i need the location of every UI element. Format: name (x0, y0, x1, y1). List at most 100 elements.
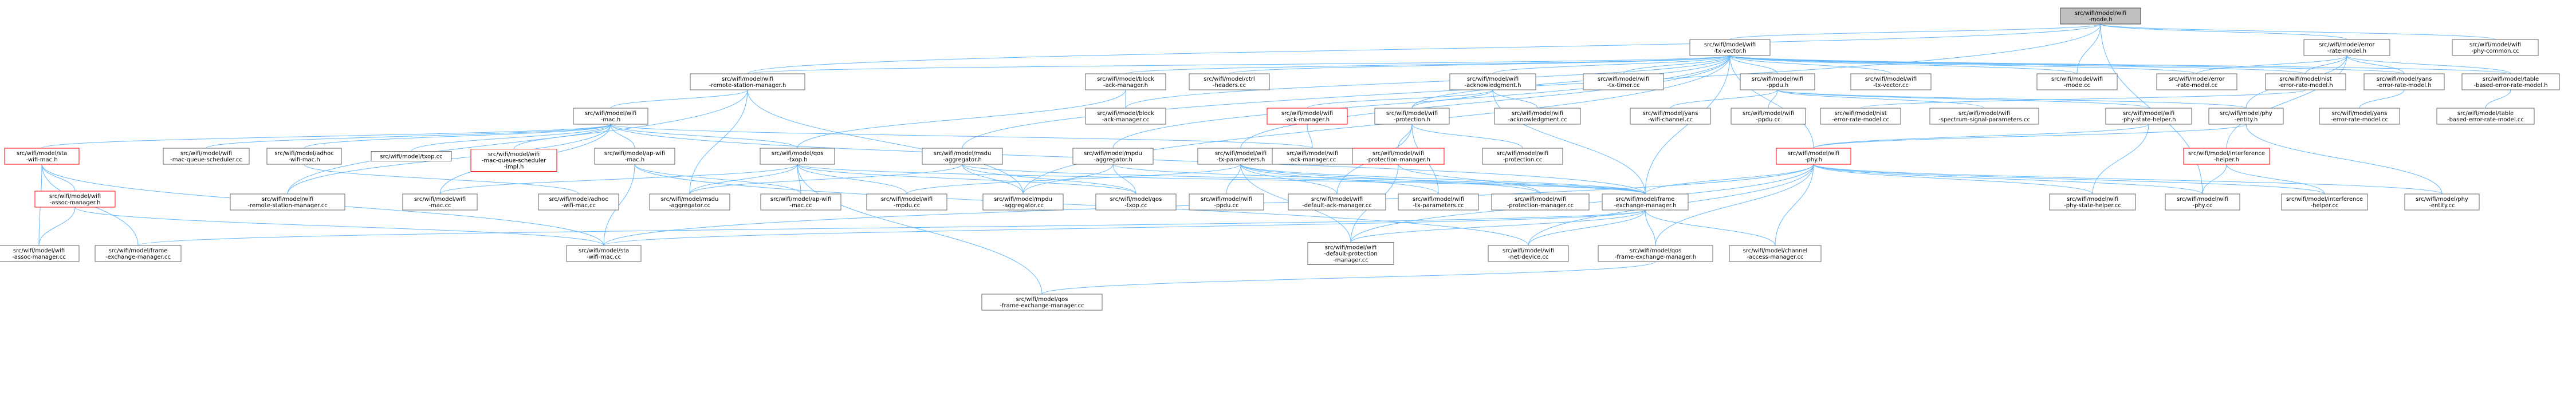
file-node[interactable]: src/wifi/model/yans-error-rate-model.cc (2319, 108, 2400, 125)
file-node[interactable]: src/wifi/model/ap-wifi-mac.cc (760, 193, 841, 211)
file-node[interactable]: src/wifi/model/qos-frame-exchange-manage… (981, 294, 1103, 311)
file-node[interactable]: src/wifi/model/wifi-protection-manager.h (1352, 148, 1445, 165)
file-node[interactable]: src/wifi/model/wifi-assoc-manager.cc (0, 245, 80, 262)
file-node-box (1689, 39, 1771, 56)
file-node[interactable]: src/wifi/model/txop.cc (371, 151, 452, 161)
include-edge (689, 89, 748, 195)
file-node[interactable]: src/wifi/model/msdu-aggregator.cc (649, 193, 730, 211)
file-node[interactable]: src/wifi/model/phy-entity.cc (2404, 193, 2480, 211)
file-node[interactable]: src/wifi/model/wifi-protection-manager.c… (1491, 193, 1590, 211)
file-node[interactable]: src/wifi/model/sta-wifi-mac.cc (566, 245, 642, 262)
file-node-label: src/wifi/model/wifi (1287, 151, 1338, 157)
file-node[interactable]: src/wifi/model/wifi-ack-manager.h (1267, 108, 1348, 125)
file-node[interactable]: src/wifi/model/error-rate-model.h (2303, 39, 2390, 56)
file-node-label: -protection.h (1394, 117, 1430, 123)
file-node-box (1352, 148, 1445, 165)
file-node[interactable]: src/wifi/model/wifi-spectrum-signal-para… (1929, 108, 2039, 125)
file-node[interactable]: src/wifi/model/wifi-mpdu.cc (866, 193, 947, 211)
file-node-label: src/wifi/model/yans (1643, 110, 1698, 117)
file-node[interactable]: src/wifi/model/frame-exchange-manager.cc (95, 245, 182, 262)
include-edge (1307, 89, 1493, 109)
file-node[interactable]: src/wifi/model/wifi-phy.cc (2165, 193, 2240, 211)
file-node[interactable]: src/wifi/model/wifi-tx-parameters.cc (1398, 193, 1479, 211)
file-node[interactable]: src/wifi/model/error-rate-model.cc (2156, 73, 2237, 90)
file-node[interactable]: src/wifi/model/wifi-default-protection-m… (1307, 242, 1394, 265)
file-node-label: src/wifi/model/wifi (2123, 110, 2174, 117)
file-node[interactable]: src/wifi/model/wifi-ack-manager.cc (1272, 148, 1353, 165)
file-node[interactable]: src/wifi/model/ctrl-headers.cc (1189, 73, 1270, 90)
include-edge (1777, 89, 2247, 109)
file-node[interactable]: src/wifi/model/wifi-mac.cc (402, 193, 478, 211)
file-node[interactable]: src/wifi/model/yans-wifi-channel.cc (1630, 108, 1711, 125)
file-node-label: src/wifi/model/wifi (1743, 110, 1794, 117)
file-node[interactable]: src/wifi/model/wifi-ppdu.cc (1189, 193, 1264, 211)
file-node[interactable]: src/wifi/model/msdu-aggregator.h (922, 148, 1003, 165)
file-node[interactable]: src/wifi/model/wifi-acknowledgment.cc (1494, 108, 1581, 125)
file-node-label: -error-rate-model.cc (1832, 117, 1889, 123)
file-node[interactable]: src/wifi/model/wifi-phy.h (1776, 148, 1851, 165)
file-node[interactable]: src/wifi/model/wifi-mode.h (2060, 7, 2141, 25)
file-node[interactable]: src/wifi/model/wifi-ppdu.cc (1731, 108, 1806, 125)
file-node[interactable]: src/wifi/model/channel-access-manager.cc (1729, 245, 1822, 262)
file-node[interactable]: src/wifi/model/wifi-tx-timer.cc (1583, 73, 1664, 90)
file-node[interactable]: src/wifi/model/wifi-phy-common.cc (2452, 39, 2539, 56)
file-node[interactable]: src/wifi/model/nist-error-rate-model.cc (1820, 108, 1901, 125)
file-node[interactable]: src/wifi/model/wifi-mac-queue-scheduler.… (163, 148, 250, 165)
include-edge (1729, 23, 2101, 40)
file-node[interactable]: src/wifi/model/mpdu-aggregator.h (1072, 148, 1154, 165)
file-node[interactable]: src/wifi/model/wifi-remote-station-manag… (230, 193, 345, 211)
file-node-label: -phy-state-helper.h (2121, 117, 2176, 123)
file-node[interactable]: src/wifi/model/wifi-tx-vector.cc (1850, 73, 1932, 90)
file-node[interactable]: src/wifi/model/qos-frame-exchange-manage… (1598, 245, 1713, 262)
file-node[interactable]: src/wifi/model/nist-error-rate-model.h (2265, 73, 2346, 90)
file-node[interactable]: src/wifi/model/frame-exchange-manager.h (1602, 193, 1689, 211)
file-node-label: src/wifi/model/wifi (2075, 10, 2126, 17)
file-node[interactable]: src/wifi/model/yans-error-rate-model.h (2363, 73, 2445, 90)
include-edge (1398, 164, 1541, 195)
file-node[interactable]: src/wifi/model/wifi-ppdu.h (1740, 73, 1815, 90)
file-node[interactable]: src/wifi/model/interference-helper.cc (2281, 193, 2368, 211)
file-node-label: src/wifi/model/msdu (934, 151, 992, 157)
file-node-box (1072, 148, 1154, 165)
file-node[interactable]: src/wifi/model/wifi-phy-state-helper.h (2105, 108, 2192, 125)
file-node[interactable]: src/wifi/model/interference-helper.h (2183, 148, 2270, 165)
file-node-box (649, 193, 730, 211)
file-node[interactable]: src/wifi/model/wifi-assoc-manager.h (34, 191, 116, 208)
file-node[interactable]: src/wifi/model/wifi-protection.h (1374, 108, 1450, 125)
file-node-box (266, 148, 342, 165)
file-node[interactable]: src/wifi/model/wifi-tx-parameters.h (1197, 148, 1284, 165)
file-node-box (1583, 73, 1664, 90)
file-node[interactable]: src/wifi/model/wifi-acknowledgment.h (1449, 73, 1536, 90)
file-node[interactable]: src/wifi/model/block-ack-manager.cc (1085, 108, 1166, 125)
include-edge (1492, 55, 1731, 74)
file-node[interactable]: src/wifi/model/sta-wifi-mac.h (4, 148, 80, 165)
file-node-box (1449, 73, 1536, 90)
file-node[interactable]: src/wifi/model/wifi-remote-station-manag… (690, 73, 805, 90)
file-node-label: src/wifi/model/qos (1110, 196, 1162, 203)
file-node[interactable]: src/wifi/model/phy-entity.h (2208, 108, 2284, 125)
file-node-label: src/wifi/model/block (1097, 110, 1154, 117)
file-node[interactable]: src/wifi/model/wifi-phy-state-helper.cc (2049, 193, 2136, 211)
file-node[interactable]: src/wifi/model/wifi-default-ack-manager.… (1288, 193, 1386, 211)
file-node[interactable]: src/wifi/model/table-based-error-rate-mo… (2461, 73, 2560, 90)
file-node-box (2036, 73, 2118, 90)
file-node[interactable]: src/wifi/model/wifi-net-device.cc (1488, 245, 1569, 262)
file-node-label: -protection.cc (1503, 157, 1543, 163)
file-node-box (2363, 73, 2445, 90)
file-node[interactable]: src/wifi/model/wifi-mode.cc (2036, 73, 2118, 90)
file-node-label: src/wifi/model/ap-wifi (770, 196, 831, 203)
file-node[interactable]: src/wifi/model/ap-wifi-mac.h (594, 148, 675, 165)
file-node[interactable]: src/wifi/model/wifi-protection.cc (1482, 148, 1563, 165)
file-node[interactable]: src/wifi/model/wifi-mac.h (573, 108, 648, 125)
file-node[interactable]: src/wifi/model/adhoc-wifi-mac.h (266, 148, 342, 165)
file-node[interactable]: src/wifi/model/wifi-tx-vector.h (1689, 39, 1771, 56)
file-node[interactable]: src/wifi/model/table-based-error-rate-mo… (2436, 108, 2535, 125)
file-node[interactable]: src/wifi/model/adhoc-wifi-mac.cc (538, 193, 619, 211)
file-node[interactable]: src/wifi/model/block-ack-manager.h (1085, 73, 1166, 90)
file-node[interactable]: src/wifi/model/qos-txop.cc (1095, 193, 1177, 211)
file-node[interactable]: src/wifi/model/mpdu-aggregator.cc (982, 193, 1064, 211)
file-node[interactable]: src/wifi/model/qos-txop.h (760, 148, 835, 165)
file-node[interactable]: src/wifi/model/wifi-mac-queue-scheduler-… (470, 149, 557, 172)
include-edge (1240, 55, 1731, 149)
file-node-label: src/wifi/model/wifi (262, 196, 313, 203)
